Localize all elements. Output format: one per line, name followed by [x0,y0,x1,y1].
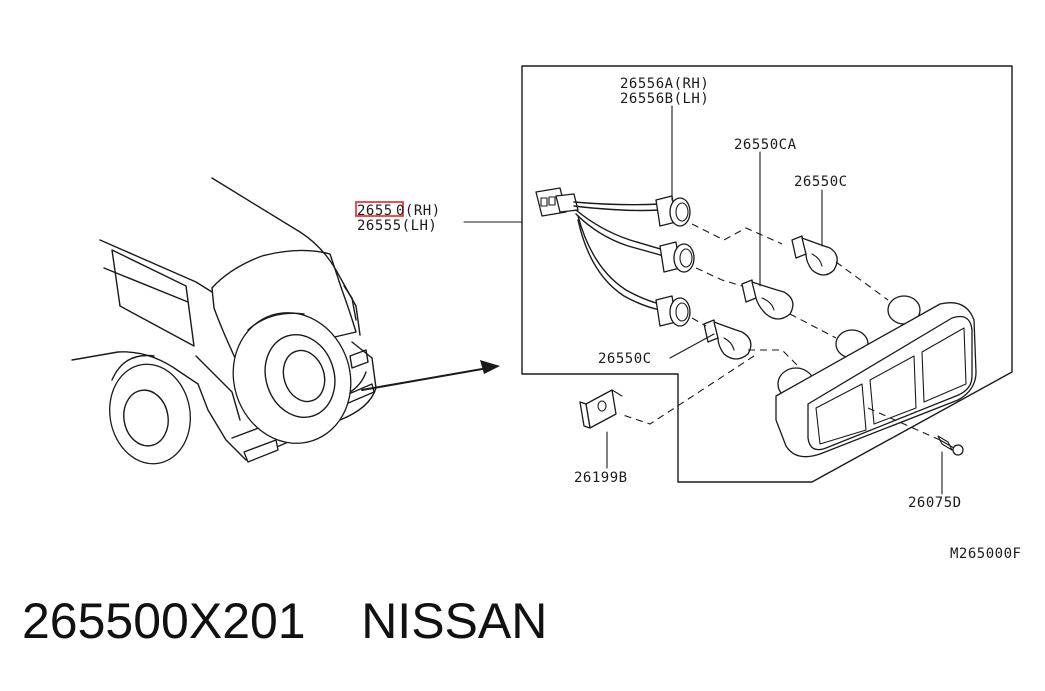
caption-spacer [306,593,362,649]
diagram-code: M265000F [950,546,1021,562]
part-labels: 26556A(RH) 26556B(LH) 26550CA 26550C 265… [355,76,1021,562]
detail-frame [521,65,1013,483]
label-26556B: 26556B(LH) [620,91,709,107]
label-26550C-top: 26550C [794,174,848,190]
vehicle-illustration [71,177,500,465]
label-26550CA: 26550CA [734,137,797,153]
caption-brand: NISSAN [361,593,548,649]
bulbs [703,235,838,360]
label-26550-rh: 0(RH) [396,203,441,219]
label-26556A: 26556A(RH) [620,76,709,92]
wiring-harness [535,187,695,327]
label-26555: 26555(LH) [357,218,437,234]
label-26075D: 26075D [908,495,962,511]
highlight-box [355,201,404,217]
lamp-housing [775,295,977,458]
socket-middle [659,241,695,273]
part-caption: 265500X201 NISSAN [22,596,547,646]
socket-upper [655,195,691,227]
screw-26075D [937,435,964,456]
bulb-26550C-bottom [703,319,752,360]
label-26550C-bottom: 26550C [598,351,652,367]
bracket-26199B [579,389,623,429]
assembly-lines [619,223,941,441]
label-26550-highlight: 2655 [357,203,393,219]
pointer-arrowhead-icon [480,360,500,374]
bulb-26550C-top [791,235,838,276]
label-26199B: 26199B [574,470,628,486]
leader-lines [463,105,943,495]
bulb-26550CA [741,279,794,320]
socket-lower [655,295,691,327]
caption-part-number: 265500X201 [22,593,306,649]
